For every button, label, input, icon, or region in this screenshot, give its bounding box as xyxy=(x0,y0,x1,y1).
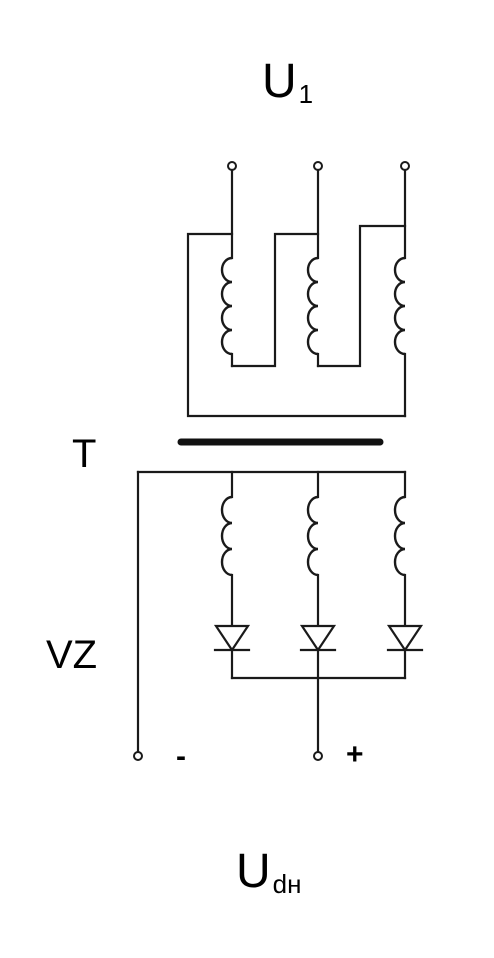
primary-coil-a xyxy=(220,256,233,356)
output-voltage-label: Udн xyxy=(236,845,302,899)
primary-terminal-a xyxy=(227,161,237,171)
primary-delta-wiring xyxy=(186,224,407,418)
primary-coil-b xyxy=(306,256,319,356)
diode-c xyxy=(386,624,424,652)
secondary-neutral-wiring xyxy=(136,470,407,754)
diode-a xyxy=(213,624,251,652)
output-voltage-symbol: U xyxy=(236,845,271,898)
output-bus-wiring xyxy=(230,648,407,754)
transformer-label: T xyxy=(72,432,97,476)
primary-terminal-b xyxy=(313,161,323,171)
primary-terminal-c xyxy=(400,161,410,171)
diode-b xyxy=(299,624,337,652)
plus-sign: + xyxy=(346,738,364,771)
primary-coil-c xyxy=(393,256,406,356)
secondary-coil-c xyxy=(393,495,406,577)
secondary-coil-a xyxy=(220,495,233,577)
output-terminal-minus xyxy=(133,751,143,761)
output-terminal-plus xyxy=(313,751,323,761)
input-voltage-label: U1 xyxy=(262,55,314,109)
output-voltage-subscript: dн xyxy=(272,869,302,899)
rectifier-label: VZ xyxy=(46,633,98,677)
input-voltage-symbol: U xyxy=(262,55,297,108)
minus-sign: - xyxy=(176,740,186,773)
input-voltage-subscript: 1 xyxy=(298,79,314,109)
secondary-coil-b xyxy=(306,495,319,577)
